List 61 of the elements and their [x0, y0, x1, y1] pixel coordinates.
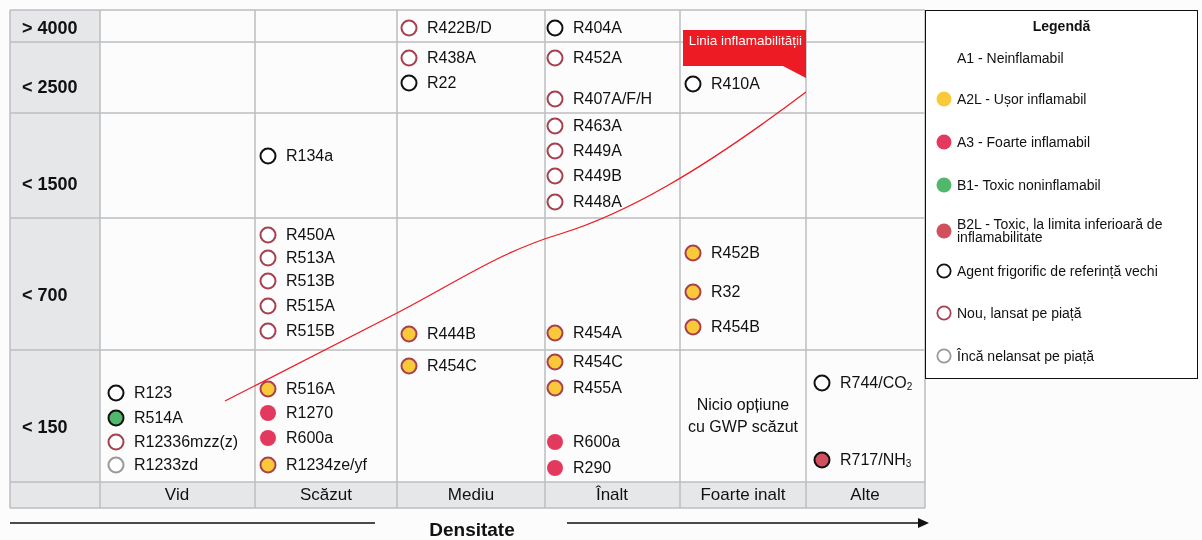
- refrigerant-label: R450A: [286, 226, 335, 244]
- legend-text: Nou, lansat pe piață: [957, 306, 1082, 320]
- refrigerant-label: R600a: [573, 433, 621, 451]
- legend-title: Legendă: [1031, 18, 1092, 34]
- refrigerant-label: R454C: [573, 353, 623, 371]
- refrigerant-label: R32: [711, 283, 741, 301]
- axis-title: Densitate: [429, 519, 515, 540]
- row-heading: < 1500: [22, 173, 78, 195]
- refrigerant-label: R744/CO$_{2}$: [840, 374, 913, 392]
- refrigerant-label: R444B: [427, 325, 476, 343]
- column-heading: Mediu: [447, 485, 495, 505]
- refrigerant-label: R463A: [573, 117, 622, 135]
- row-heading: > 4000: [22, 17, 78, 39]
- legend-text: Încă nelansat pe piață: [957, 349, 1094, 363]
- row-heading: < 150: [22, 416, 68, 438]
- refrigerant-label: R134a: [286, 147, 334, 165]
- refrigerant-label: R454A: [573, 324, 622, 342]
- column-heading: Alte: [850, 485, 880, 505]
- column-heading: Foarte inalt: [700, 485, 786, 505]
- refrigerant-label: R454C: [427, 357, 477, 375]
- refrigerant-label: R410A: [711, 75, 760, 93]
- refrigerant-label: R448A: [573, 193, 622, 211]
- refrigerant-label: R600a: [286, 429, 334, 447]
- refrigerant-label: R455A: [573, 379, 622, 397]
- legend-text: Agent frigorific de referință vechi: [957, 264, 1158, 278]
- refrigerant-label: R513B: [286, 272, 335, 290]
- refrigerant-label: R516A: [286, 380, 335, 398]
- refrigerant-label: R515B: [286, 322, 335, 340]
- refrigerant-label: R452B: [711, 244, 760, 262]
- refrigerant-label: R438A: [427, 49, 476, 67]
- refrigerant-label: R515A: [286, 297, 335, 315]
- refrigerant-label: R422B/D: [427, 19, 492, 37]
- row-heading: < 700: [22, 284, 68, 306]
- refrigerant-label: R404A: [573, 19, 622, 37]
- row-heading: < 2500: [22, 76, 78, 98]
- refrigerant-label: R513A: [286, 249, 335, 267]
- column-heading: Scăzut: [300, 485, 352, 505]
- refrigerant-label: R452A: [573, 49, 622, 67]
- refrigerant-label: R454B: [711, 318, 760, 336]
- note-text: Nicio opțiune cu GWP scăzut: [687, 395, 799, 437]
- refrigerant-label: R1233zd: [134, 456, 199, 474]
- callout-banner: [683, 30, 806, 78]
- legend-text: A1 - Neinflamabil: [957, 51, 1064, 65]
- refrigerant-label: R717/NH$_{3}$: [840, 451, 912, 469]
- refrigerant-label: R290: [573, 459, 612, 477]
- legend-text: B1- Toxic noninflamabil: [957, 178, 1101, 192]
- legend-text: A3 - Foarte inflamabil: [957, 135, 1091, 149]
- legend-text: A2L - Ușor inflamabil: [957, 92, 1087, 106]
- refrigerant-label: R123: [134, 384, 173, 402]
- refrigerant-label: R12336mzz(z): [134, 433, 239, 451]
- column-heading: Înalt: [595, 485, 629, 505]
- column-heading: Vid: [164, 485, 190, 505]
- refrigerant-label: R514A: [134, 409, 183, 427]
- refrigerant-label: R449B: [573, 167, 622, 185]
- legend-text: B2L - Toxic, la limita inferioară de inflamabilitate: [957, 218, 1164, 244]
- refrigerant-label: R22: [427, 74, 457, 92]
- refrigerant-label: R1234ze/yf: [286, 456, 367, 474]
- refrigerant-label: R1270: [286, 404, 334, 422]
- callout-text: Linia inflamabilității: [687, 32, 802, 49]
- refrigerant-label: R449A: [573, 142, 622, 160]
- refrigerant-label: R407A/F/H: [573, 90, 653, 108]
